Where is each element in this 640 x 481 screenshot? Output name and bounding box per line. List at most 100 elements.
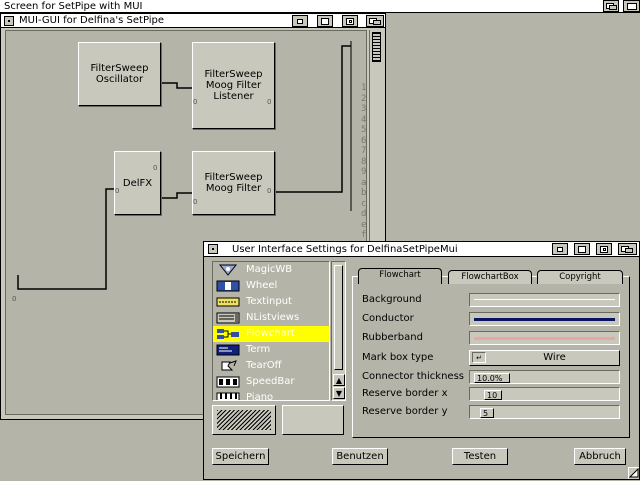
flowchart-icon [217,329,239,339]
list-item-label: SpeedBar [246,376,295,387]
zoom-gadget-icon[interactable] [574,243,590,255]
reserve-border-x-label: Reserve border x [362,388,448,399]
depth-gadget-icon[interactable] [366,15,384,27]
settings-window: User Interface Settings for DelfinaSetPi… [203,241,640,480]
preview-image-hatched [212,405,276,435]
tab-label: Flowchart [379,270,421,280]
scrollbar-thumb[interactable] [372,32,381,62]
snapshot-gadget-icon[interactable] [342,15,358,27]
list-scrollbar[interactable]: ▲ ▼ [331,261,346,401]
list-item[interactable]: Term [213,342,329,358]
snapshot-gadget-icon[interactable] [596,243,612,255]
list-item[interactable]: SpeedBar [213,374,329,390]
close-gadget-icon[interactable] [4,16,14,26]
list-item[interactable]: NListviews [213,310,329,326]
save-button[interactable]: Speichern [212,448,269,465]
port-marker: 0 [193,98,198,106]
node-label: FilterSweep Moog Filter Listener [204,69,263,102]
port-marker: 0 [12,295,17,303]
reserve-border-y-label: Reserve border y [362,406,448,417]
slider-knob[interactable]: 5 [480,408,494,418]
list-item-label: MagicWB [246,264,293,275]
speedbar-icon [216,376,240,388]
node-filtersweep-oscillator[interactable]: FilterSweep Oscillator [78,42,161,106]
mark-box-type-cycle[interactable]: ↵ Wire [469,350,620,366]
conductor-swatch [474,318,615,321]
window-title: MUI-GUI for Delfina's SetPipe [19,15,165,26]
piano-icon [216,392,240,400]
close-gadget-icon[interactable] [208,244,218,254]
wheel-icon [216,280,240,292]
list-item[interactable]: Wheel [213,278,329,294]
nlistviews-icon [216,312,240,324]
tab-flowchartbox[interactable]: FlowchartBox [448,270,532,284]
depth-gadget-icon[interactable] [618,243,637,255]
list-item-label: TearOff [246,360,282,371]
iconify-gadget-icon[interactable] [292,15,308,27]
node-label: FilterSweep Oscillator [90,63,149,85]
list-item-label: Piano [246,392,274,401]
resize-gadget-icon[interactable] [628,467,639,479]
slider-knob[interactable]: 10.0% [474,373,510,383]
background-swatch [474,299,615,301]
preview-image-blank [282,405,344,435]
iconify-gadget-icon[interactable] [552,243,568,255]
channel-number-column: 123456789abcdefgh [361,83,367,261]
connector-thickness-label: Connector thickness [362,371,464,382]
port-marker: 0 [193,198,198,206]
tab-label: Copyright [559,272,601,282]
background-color-field[interactable] [469,293,620,307]
mark-box-type-label: Mark box type [362,352,434,363]
mark-box-type-value: Wire [543,352,566,363]
list-item[interactable]: Piano [213,390,329,401]
rubberband-label: Rubberband [362,332,423,343]
screen-depth-gadget[interactable] [603,0,619,12]
tearoff-icon [221,360,237,371]
test-button[interactable]: Testen [452,448,508,465]
list-item-label: Textinput [246,296,292,307]
tab-copyright[interactable]: Copyright [537,270,623,284]
connector-thickness-slider[interactable]: 10.0% [469,370,620,384]
node-filtersweep-moog-listener[interactable]: FilterSweep Moog Filter Listener [192,42,275,129]
scroll-up-arrow-icon[interactable]: ▲ [333,374,345,386]
rubberband-swatch [474,337,615,340]
cycle-icon: ↵ [472,352,486,363]
list-item-label: Term [246,344,271,355]
list-item-label: Flowchart [246,328,295,339]
list-item[interactable]: MagicWB [213,262,329,278]
tab-flowchart[interactable]: Flowchart [358,268,442,284]
term-icon [216,344,240,356]
tab-label: FlowchartBox [461,272,519,282]
node-delfx[interactable]: DelFX [114,151,161,215]
port-marker: 0 [267,187,272,195]
connector-wires [17,41,352,290]
port-marker: 0 [115,187,120,195]
zoom-gadget-icon[interactable] [317,15,333,27]
textinput-icon [216,297,240,307]
list-item-label: NListviews [246,312,300,323]
conductor-color-field[interactable] [469,312,620,326]
scroll-down-arrow-icon[interactable]: ▼ [333,387,345,399]
list-item[interactable]: Textinput [213,294,329,310]
port-marker: 0 [267,98,272,106]
cancel-button[interactable]: Abbruch [574,448,626,465]
flowchart-window-titlebar[interactable]: MUI-GUI for Delfina's SetPipe [1,14,385,28]
screen-front-gadget[interactable] [623,0,640,12]
slider-knob[interactable]: 10 [484,390,502,400]
node-label: FilterSweep Moog Filter [204,172,263,194]
class-list[interactable]: MagicWB Wheel Textinput NListviews Flowc… [212,261,330,401]
reserve-border-y-slider[interactable]: 5 [469,405,620,419]
background-label: Background [362,294,422,305]
port-marker: 0 [153,164,158,172]
use-button[interactable]: Benutzen [332,448,388,465]
list-item[interactable]: TearOff [213,358,329,374]
list-item-selected[interactable]: Flowchart [213,326,329,342]
screen-title-bar: Screen for SetPipe with MUI [0,0,640,13]
rubberband-color-field[interactable] [469,331,620,345]
reserve-border-x-slider[interactable]: 10 [469,387,620,401]
list-scrollbar-thumb[interactable] [334,265,343,370]
screen-title: Screen for SetPipe with MUI [4,1,143,12]
node-filtersweep-moog-filter[interactable]: FilterSweep Moog Filter [192,151,275,215]
window-title: User Interface Settings for DelfinaSetPi… [232,244,458,255]
settings-window-titlebar[interactable]: User Interface Settings for DelfinaSetPi… [204,242,639,257]
